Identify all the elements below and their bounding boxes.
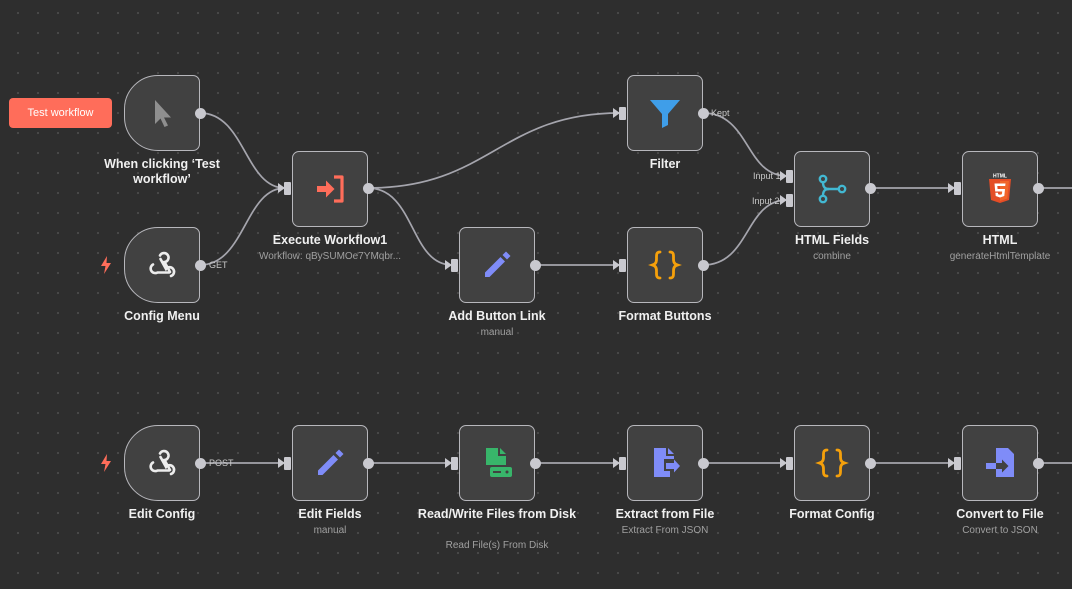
node-read-write-files[interactable] xyxy=(459,425,535,501)
input-port[interactable] xyxy=(451,457,458,470)
kept-output-label: Kept xyxy=(711,108,730,118)
node-title-html: HTML xyxy=(982,233,1018,247)
input-port[interactable] xyxy=(284,182,291,195)
node-title-html-fields: HTML Fields xyxy=(794,233,870,247)
node-title-add-button-link: Add Button Link xyxy=(448,309,546,323)
node-title-convert-to-file: Convert to File xyxy=(956,507,1044,521)
input-arrow xyxy=(948,458,955,468)
input-port[interactable] xyxy=(284,457,291,470)
node-execute-workflow[interactable] xyxy=(292,151,368,227)
output-port[interactable] xyxy=(865,458,876,469)
file-extract-icon xyxy=(654,448,680,477)
input-port[interactable] xyxy=(451,259,458,272)
input-arrow xyxy=(445,458,452,468)
node-title-config-menu: Config Menu xyxy=(124,309,200,323)
node-filter[interactable] xyxy=(627,75,703,151)
node-title-format-buttons: Format Buttons xyxy=(618,309,712,323)
file-convert-icon xyxy=(986,448,1014,477)
output-port[interactable] xyxy=(865,183,876,194)
input-1-label: Input 1 xyxy=(753,171,781,181)
output-port[interactable] xyxy=(195,108,206,119)
input-port[interactable] xyxy=(619,259,626,272)
webhook-icon xyxy=(149,251,176,278)
get-output-label: GET xyxy=(209,260,228,270)
node-title-edit-fields: Edit Fields xyxy=(298,507,362,521)
input-arrow xyxy=(278,183,285,193)
node-subtitle-html: generateHtmlTemplate xyxy=(949,251,1051,262)
node-extract-from-file[interactable] xyxy=(627,425,703,501)
output-port[interactable] xyxy=(1033,458,1044,469)
output-port[interactable] xyxy=(1033,183,1044,194)
node-title-format-config: Format Config xyxy=(789,507,875,521)
node-title-manual-trigger: When clicking ‘Test workflow’ xyxy=(104,157,220,186)
node-title-read-write-files: Read/Write Files from Disk xyxy=(417,507,577,521)
input-arrow xyxy=(445,260,452,270)
node-title-execute-workflow: Execute Workflow1 xyxy=(272,233,388,247)
enter-arrow-icon xyxy=(317,175,344,203)
node-format-buttons[interactable] xyxy=(627,227,703,303)
output-port[interactable] xyxy=(698,458,709,469)
input-arrow xyxy=(780,195,787,205)
input-port[interactable] xyxy=(619,457,626,470)
output-port[interactable] xyxy=(363,183,374,194)
merge-icon xyxy=(818,174,847,204)
input-port[interactable] xyxy=(619,107,626,120)
output-port[interactable] xyxy=(195,458,206,469)
node-html-fields[interactable] xyxy=(794,151,870,227)
pencil-icon xyxy=(318,449,344,475)
node-subtitle-edit-fields: manual xyxy=(313,525,347,536)
output-port[interactable] xyxy=(195,260,206,271)
node-format-config[interactable] xyxy=(794,425,870,501)
node-html[interactable]: HTML xyxy=(962,151,1038,227)
input-arrow xyxy=(780,171,787,181)
input-arrow xyxy=(613,108,620,118)
node-subtitle-html-fields: combine xyxy=(813,251,851,262)
webhook-icon xyxy=(149,449,176,476)
input-port[interactable] xyxy=(786,194,793,207)
braces-icon xyxy=(815,448,849,478)
input-2-label: Input 2 xyxy=(752,196,780,206)
node-manual-trigger[interactable] xyxy=(124,75,200,151)
connection-execute-to-filter xyxy=(367,112,621,189)
node-edit-config[interactable] xyxy=(124,425,200,501)
input-port[interactable] xyxy=(954,182,961,195)
node-add-button-link[interactable] xyxy=(459,227,535,303)
braces-icon xyxy=(648,250,682,280)
output-port[interactable] xyxy=(363,458,374,469)
html5-icon: HTML xyxy=(989,174,1011,203)
filter-icon xyxy=(650,100,680,128)
input-arrow xyxy=(278,458,285,468)
svg-text:HTML: HTML xyxy=(993,174,1007,180)
node-subtitle-add-button-link: manual xyxy=(480,327,514,338)
node-title-extract-from-file: Extract from File xyxy=(615,507,715,521)
node-convert-to-file[interactable] xyxy=(962,425,1038,501)
input-port[interactable] xyxy=(786,170,793,183)
output-port[interactable] xyxy=(698,260,709,271)
trigger-bolt-icon xyxy=(101,256,111,274)
test-workflow-button[interactable]: Test workflow xyxy=(9,98,112,128)
input-arrow xyxy=(613,260,620,270)
node-title-filter: Filter xyxy=(649,157,681,171)
input-arrow xyxy=(948,183,955,193)
node-title-edit-config: Edit Config xyxy=(128,507,196,521)
node-config-menu[interactable] xyxy=(124,227,200,303)
input-port[interactable] xyxy=(954,457,961,470)
input-arrow xyxy=(780,458,787,468)
node-subtitle-execute-workflow: Workflow: qBySUMOe7YMqbr... xyxy=(258,251,402,262)
trigger-bolt-icon xyxy=(101,454,111,472)
pencil-icon xyxy=(485,251,511,277)
node-subtitle-read-write-files: Read File(s) From Disk xyxy=(445,540,549,551)
node-subtitle-convert-to-file: Convert to JSON xyxy=(962,525,1038,536)
node-edit-fields[interactable] xyxy=(292,425,368,501)
input-arrow xyxy=(613,458,620,468)
output-port[interactable] xyxy=(530,458,541,469)
output-port[interactable] xyxy=(530,260,541,271)
post-output-label: POST xyxy=(209,458,234,468)
output-port[interactable] xyxy=(698,108,709,119)
cursor-icon xyxy=(155,100,171,127)
node-subtitle-extract-from-file: Extract From JSON xyxy=(621,525,709,536)
file-disk-icon xyxy=(486,448,512,477)
input-port[interactable] xyxy=(786,457,793,470)
